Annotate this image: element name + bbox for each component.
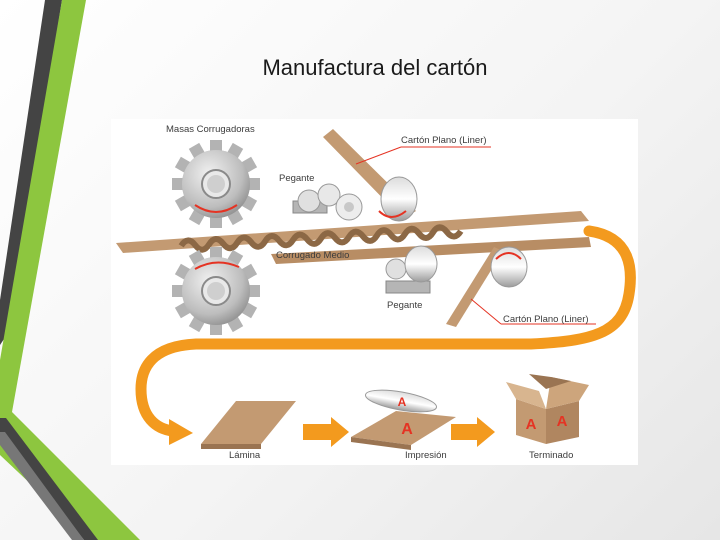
label-pegante-bottom: Pegante — [387, 300, 423, 311]
printed-sheet — [351, 411, 456, 445]
box-letter-front: A — [526, 416, 537, 433]
label-carton-plano-top: Cartón Plano (Liner) — [401, 135, 487, 146]
box-front — [516, 399, 546, 444]
callout-top-liner — [355, 146, 402, 165]
label-carton-plano-bottom: Cartón Plano (Liner) — [503, 314, 589, 325]
bottom-glue-tray — [385, 280, 431, 294]
box-flap-back — [529, 374, 571, 389]
callout-bottom-liner — [470, 298, 502, 325]
top-liner-roll — [380, 176, 418, 222]
bottom-liner-sheet — [446, 247, 503, 327]
green-strip-bottom — [0, 412, 140, 540]
label-masas-corrugadoras: Masas Corrugadoras — [166, 124, 255, 135]
lamina-sheet — [201, 401, 296, 444]
dark-strip-bottom — [0, 418, 98, 540]
box-side — [546, 401, 579, 444]
label-lamina: Lámina — [229, 450, 261, 461]
gray-strip-bottom — [0, 432, 84, 540]
top-gear-rotation-arrow — [194, 204, 238, 213]
print-letter-roller: A — [398, 395, 407, 409]
label-corrugado-medio: Corrugado Medio — [276, 250, 350, 261]
process-illustration: A A A A — [116, 129, 636, 450]
label-pegante-top: Pegante — [279, 173, 315, 184]
orange-arrow-mid-1 — [303, 417, 349, 447]
box-flap-left — [506, 382, 546, 409]
green-strip-top — [0, 0, 86, 412]
bottom-gear-rotation-arrow — [194, 261, 240, 270]
top-glue-roller-2 — [317, 183, 341, 207]
label-terminado: Terminado — [529, 450, 574, 461]
dark-strip-top — [0, 0, 62, 345]
orange-arrow-head-left — [169, 419, 193, 445]
top-gear — [171, 139, 261, 229]
print-roller — [365, 389, 437, 413]
print-letter-sheet: A — [401, 421, 413, 438]
bottom-gear — [171, 246, 261, 336]
box-letter-side: A — [557, 413, 568, 430]
orange-return-arrow — [135, 225, 636, 437]
top-glue-roller-1 — [297, 189, 321, 213]
label-impresion: Impresión — [405, 450, 447, 461]
slide-title: Manufactura del cartón — [262, 55, 488, 80]
orange-arrow-mid-2 — [451, 417, 495, 447]
bottom-press-roller — [404, 245, 438, 283]
cardboard-process-diagram: A A A A Masas Corrugadoras Cartón Plano … — [111, 119, 638, 465]
flute-wave — [178, 224, 464, 253]
bottom-glue-roller-1 — [385, 258, 407, 280]
